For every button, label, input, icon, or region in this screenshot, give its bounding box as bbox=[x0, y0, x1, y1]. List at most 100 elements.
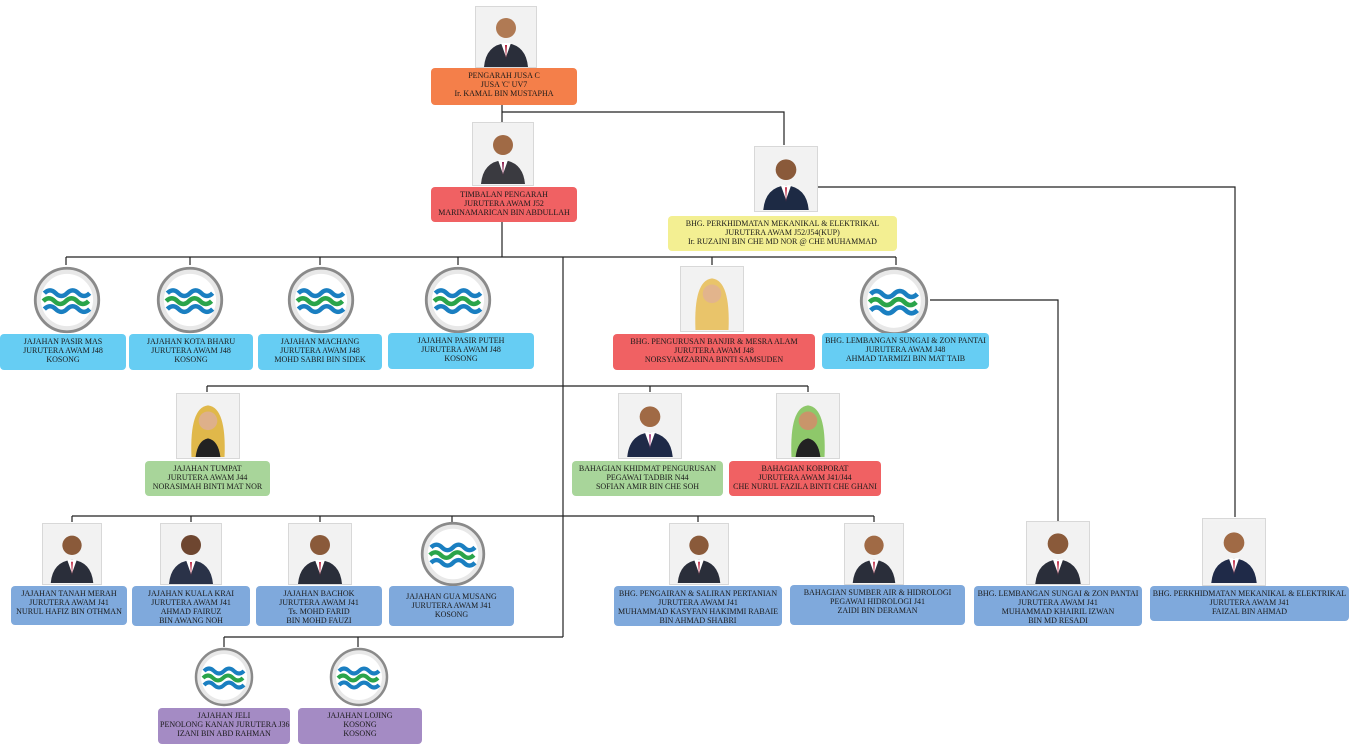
bachok-photo bbox=[288, 523, 352, 585]
agency-logo-icon bbox=[33, 266, 101, 334]
node-line: KOSONG bbox=[434, 610, 469, 619]
node-line: JURUTERA AWAM J48 bbox=[421, 345, 501, 354]
node-line: AHMAD TARMIZI BIN MAT TAIB bbox=[845, 354, 966, 363]
agency-logo-icon bbox=[287, 266, 355, 334]
node-line: KOSONG bbox=[343, 720, 377, 729]
photo-man-suit-icon bbox=[755, 148, 817, 210]
photo-man-suit-icon bbox=[290, 524, 350, 584]
node-line: KOSONG bbox=[174, 355, 208, 364]
node-mekanikal-kup: BHG. PERKHIDMATAN MEKANIKAL & ELEKTRIKAL… bbox=[668, 216, 897, 251]
node-gua-musang: JAJAHAN GUA MUSANG JURUTERA AWAM J41 KOS… bbox=[389, 586, 514, 626]
sumber-air-photo bbox=[844, 523, 904, 585]
khidmat-photo bbox=[618, 393, 682, 459]
node-line: JURUTERA AWAM J48 bbox=[23, 346, 103, 355]
photo-woman-hijab-icon bbox=[177, 395, 239, 457]
agency-logo-icon bbox=[859, 266, 929, 336]
node-khidmat: BAHAGIAN KHIDMAT PENGURUSAN PEGAWAI TADB… bbox=[572, 461, 723, 496]
node-line: KOSONG bbox=[343, 729, 377, 738]
photo-woman-hijab-icon bbox=[777, 395, 839, 457]
node-line: JURUTERA AWAM J48 bbox=[151, 346, 231, 355]
node-line: BHG. PERKHIDMATAN MEKANIKAL & ELEKTRIKAL bbox=[1152, 589, 1347, 598]
node-line: JURUTERA AWAM J44 bbox=[167, 473, 248, 482]
banjir-photo bbox=[680, 266, 744, 332]
node-line: PEGAWAI HIDROLOGI J41 bbox=[830, 597, 925, 606]
node-line: NORASIMAH BINTI MAT NOR bbox=[152, 482, 263, 491]
node-line: JURUTERA AWAM J48 bbox=[865, 345, 946, 354]
node-banjir: BHG. PENGURUSAN BANJIR & MESRA ALAM JURU… bbox=[613, 334, 815, 370]
node-pasir-puteh: JAJAHAN PASIR PUTEH JURUTERA AWAM J48 KO… bbox=[388, 333, 534, 369]
node-jeli: JAJAHAN JELI PENOLONG KANAN JURUTERA J36… bbox=[158, 708, 290, 744]
node-mekanikal-j41: BHG. PERKHIDMATAN MEKANIKAL & ELEKTRIKAL… bbox=[1150, 586, 1349, 621]
node-line: JURUTERA AWAM J41 bbox=[1018, 598, 1098, 607]
node-lojing: JAJAHAN LOJING KOSONG KOSONG bbox=[298, 708, 422, 744]
node-line: TIMBALAN PENGARAH bbox=[460, 190, 548, 199]
node-line: PENGARAH JUSA C bbox=[468, 71, 540, 80]
photo-man-suit-icon bbox=[43, 525, 101, 583]
photo-man-suit-icon bbox=[845, 525, 903, 583]
node-tanah-merah: JAJAHAN TANAH MERAH JURUTERA AWAM J41 NU… bbox=[11, 586, 127, 625]
kuala-krai-photo bbox=[160, 523, 222, 585]
node-pengairan: BHG. PENGAIRAN & SALIRAN PERTANIAN JURUT… bbox=[614, 586, 782, 626]
node-line: JURUTERA AWAM J41/J44 bbox=[758, 473, 852, 482]
node-line: JAJAHAN GUA MUSANG bbox=[406, 592, 497, 601]
node-sumber-air: BAHAGIAN SUMBER AIR & HIDROLOGI PEGAWAI … bbox=[790, 585, 965, 625]
node-line: MUHAMMAD KHAIRIL IZWAN bbox=[1001, 607, 1115, 616]
photo-man-suit-icon bbox=[670, 525, 728, 583]
node-line: SOFIAN AMIR BIN CHE SOH bbox=[595, 482, 700, 491]
node-line: JURUTERA AWAM J48 bbox=[674, 346, 754, 355]
node-line: AHMAD FAIRUZ bbox=[160, 607, 222, 616]
node-line: KOSONG bbox=[444, 354, 478, 363]
node-line: JAJAHAN KUALA KRAI bbox=[147, 589, 235, 598]
node-line: IZANI BIN ABD RAHMAN bbox=[177, 729, 271, 738]
node-line: KOSONG bbox=[46, 355, 80, 364]
node-line: JURUTERA AWAM J41 bbox=[151, 598, 231, 607]
mekanikal-j41-photo bbox=[1202, 518, 1266, 586]
node-line: JAJAHAN BACHOK bbox=[283, 589, 355, 598]
node-line: JURUTERA AWAM J41 bbox=[658, 598, 738, 607]
node-lembangan-j41: BHG. LEMBANGAN SUNGAI & ZON PANTAI JURUT… bbox=[974, 586, 1142, 626]
node-tumpat: JAJAHAN TUMPAT JURUTERA AWAM J44 NORASIM… bbox=[145, 461, 270, 496]
photo-man-suit-icon bbox=[161, 524, 221, 584]
photo-man-suit-icon bbox=[476, 7, 536, 67]
tanah-merah-photo bbox=[42, 523, 102, 585]
node-line: NORSYAMZARINA BINTI SAMSUDEN bbox=[644, 355, 784, 364]
node-line: PEGAWAI TADBIR N44 bbox=[606, 473, 689, 482]
node-line: Ir. RUZAINI BIN CHE MD NOR @ CHE MUHAMMA… bbox=[688, 237, 877, 246]
node-line: BIN MD RESADI bbox=[1028, 616, 1088, 625]
node-line: JAJAHAN PASIR PUTEH bbox=[417, 336, 505, 345]
node-line: NURUL HAFIZ BIN OTHMAN bbox=[16, 607, 122, 616]
node-line: BHG. PENGURUSAN BANJIR & MESRA ALAM bbox=[630, 337, 798, 346]
agency-logo-icon bbox=[418, 521, 488, 587]
node-line: BAHAGIAN KHIDMAT PENGURUSAN bbox=[578, 464, 717, 473]
photo-man-suit-icon bbox=[473, 124, 533, 184]
node-kota-bharu: JAJAHAN KOTA BHARU JURUTERA AWAM J48 KOS… bbox=[129, 334, 253, 370]
node-machang: JAJAHAN MACHANG JURUTERA AWAM J48 MOHD S… bbox=[258, 334, 382, 370]
node-line: BHG. PERKHIDMATAN MEKANIKAL & ELEKTRIKAL bbox=[685, 219, 880, 228]
node-line: JAJAHAN MACHANG bbox=[280, 337, 360, 346]
node-line: BIN AHMAD SHABRI bbox=[659, 616, 737, 625]
pengarah-photo bbox=[475, 6, 537, 68]
node-line: Ir. KAMAL BIN MUSTAPHA bbox=[454, 89, 554, 98]
node-timbalan: TIMBALAN PENGARAH JURUTERA AWAM J52 MARI… bbox=[431, 187, 577, 222]
mekanikal-kup-photo bbox=[754, 146, 818, 212]
node-line: BHG. LEMBANGAN SUNGAI & ZON PANTAI bbox=[977, 589, 1139, 598]
lembangan-j41-photo bbox=[1026, 521, 1090, 585]
node-line: MARINAMARICAN BIN ABDULLAH bbox=[438, 208, 570, 217]
node-line: JURUTERA AWAM J41 bbox=[411, 601, 492, 610]
node-line: JURUTERA AWAM J52/J54(KUP) bbox=[725, 228, 840, 237]
node-pasir-mas: JAJAHAN PASIR MAS JURUTERA AWAM J48 KOSO… bbox=[0, 334, 126, 370]
node-line: PENOLONG KANAN JURUTERA J36 bbox=[160, 720, 290, 729]
node-line: JAJAHAN TANAH MERAH bbox=[21, 589, 117, 598]
node-pengarah: PENGARAH JUSA C JUSA 'C' UV7 Ir. KAMAL B… bbox=[431, 68, 577, 105]
node-line: JAJAHAN TUMPAT bbox=[173, 464, 242, 473]
node-bachok: JAJAHAN BACHOK JURUTERA AWAM J41 Ts. MOH… bbox=[256, 586, 382, 626]
pengairan-photo bbox=[669, 523, 729, 585]
node-line: BIN AWANG NOH bbox=[159, 616, 223, 625]
node-line: BHG. PENGAIRAN & SALIRAN PERTANIAN bbox=[618, 589, 778, 598]
node-line: JURUTERA AWAM J41 bbox=[279, 598, 359, 607]
node-kuala-krai: JAJAHAN KUALA KRAI JURUTERA AWAM J41 AHM… bbox=[132, 586, 250, 626]
node-line: BHG. LEMBANGAN SUNGAI & ZON PANTAI bbox=[825, 336, 986, 345]
node-line: JURUTERA AWAM J48 bbox=[280, 346, 360, 355]
node-line: JAJAHAN PASIR MAS bbox=[23, 337, 103, 346]
